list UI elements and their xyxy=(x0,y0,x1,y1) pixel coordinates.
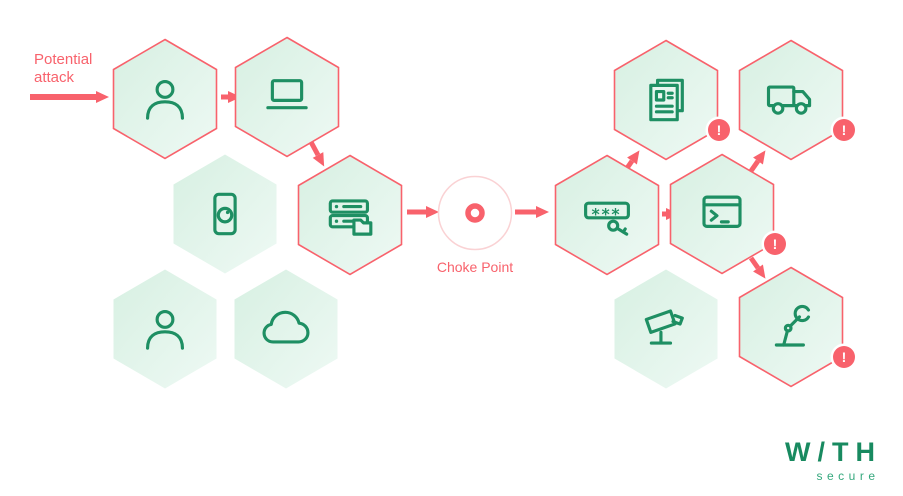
hexagon-shape xyxy=(112,38,218,160)
robot-icon xyxy=(774,304,811,347)
potential-attack-label: Potential attack xyxy=(34,51,93,86)
server-icon xyxy=(328,199,373,236)
arrow-terminal-to-robot xyxy=(748,256,766,279)
alert-badge: ! xyxy=(833,346,855,368)
alert-badge: ! xyxy=(708,119,730,141)
hex-credentials: *** xyxy=(554,154,660,276)
document-icon xyxy=(649,78,684,122)
hexagon-shape xyxy=(669,153,775,275)
hex-server xyxy=(297,154,403,276)
laptop-icon xyxy=(266,79,308,110)
svg-text:***: *** xyxy=(592,205,622,224)
hex-mobile-phone xyxy=(172,153,278,275)
hexagon-shape xyxy=(614,269,718,389)
hex-cloud xyxy=(233,268,339,390)
choke-point-icon xyxy=(437,175,513,251)
choke-point-label: Choke Point xyxy=(436,259,514,275)
person-icon xyxy=(145,79,185,120)
hex-documents: ! xyxy=(613,39,730,161)
hexagon-shape xyxy=(234,36,340,158)
hexagon-shape xyxy=(113,269,217,389)
logo-subtext: secure xyxy=(816,469,880,483)
terminal-icon xyxy=(702,195,742,228)
phone-icon xyxy=(213,192,237,236)
choke-point xyxy=(437,175,513,251)
arrow-laptop-to-server xyxy=(308,140,325,167)
cctv-icon xyxy=(644,309,684,345)
password-icon: *** xyxy=(584,201,630,236)
cloud-icon xyxy=(262,310,310,344)
hexagon-shape xyxy=(554,154,660,276)
hexagon-shape xyxy=(173,154,277,274)
hex-robot-arm: ! xyxy=(738,266,855,388)
withsecure-logo: W/TH secure xyxy=(785,437,875,483)
hexagon-shape xyxy=(234,269,338,389)
hex-laptop xyxy=(234,36,340,158)
hex-user-2 xyxy=(112,268,218,390)
logo-wordmark: W/TH xyxy=(785,437,882,467)
arrow-terminal-to-logistics xyxy=(748,150,766,173)
truck-icon xyxy=(766,85,812,115)
hex-logistics: ! xyxy=(738,39,855,161)
alert-badge: ! xyxy=(833,119,855,141)
hex-terminal: ! xyxy=(669,153,786,275)
person-icon xyxy=(145,309,185,350)
hexagon-shape xyxy=(738,39,844,161)
hex-user-attacked xyxy=(112,38,218,160)
alert-badge: ! xyxy=(764,233,786,255)
hex-cctv xyxy=(613,268,719,390)
